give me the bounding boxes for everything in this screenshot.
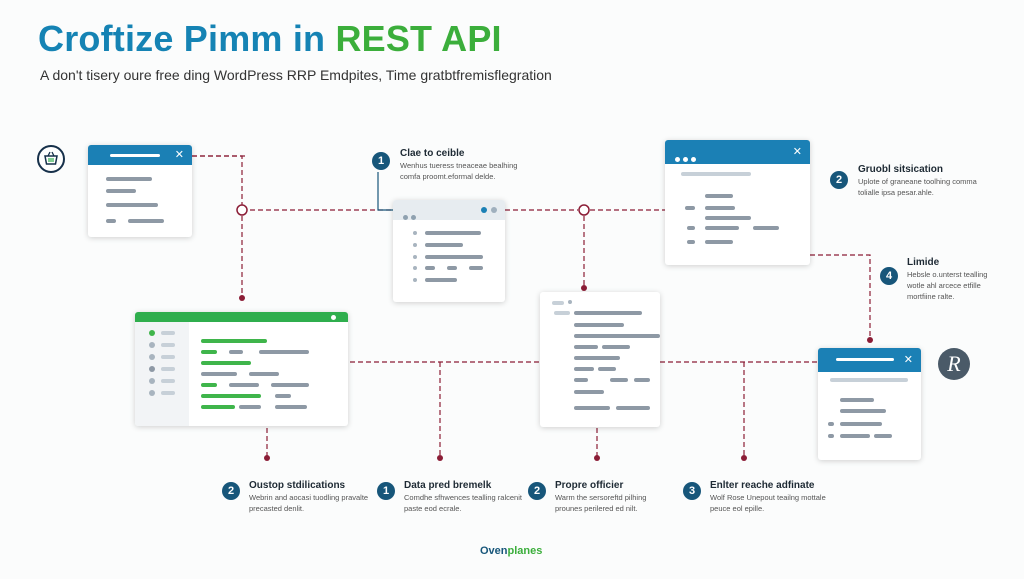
window-a-titlebar: ✕ [88,145,192,165]
title-part-1: Croftize Pimm in [38,18,326,59]
close-icon[interactable]: ✕ [903,354,913,366]
step-number-badge: 2 [830,171,848,189]
step-number-badge: 1 [377,482,395,500]
node-4 [264,455,270,461]
annotation-description: Webrin and aocasi tuodling pravalte prec… [249,493,369,513]
letter-r-icon: R [938,348,970,380]
annotation-description: Comdhe sfhwences tealling ralcenit paste… [404,493,522,513]
window-c[interactable]: ✕ [665,140,810,265]
window-b-titlebar [393,200,505,220]
node-1 [239,295,245,301]
window-d-titlebar [135,312,348,322]
brand-part-1: Oven [480,545,508,557]
step-number-badge: 4 [880,267,898,285]
close-icon[interactable]: ✕ [174,149,184,161]
step-number-badge: 2 [528,482,546,500]
annotation-description: Uplote of graneane toolhing comma tolial… [858,177,977,197]
annotation-description: Hebsle o.unterst tealling wotle ahl arce… [907,270,988,301]
window-a[interactable]: ✕ [88,145,192,237]
node-6 [594,455,600,461]
wire-g [810,254,871,340]
annotation-title: Clae to ceible [400,148,465,159]
annotation-description: Wolf Rose Unepout teailng mottale peuce … [710,493,826,513]
brand-part-2: planes [507,545,543,557]
window-e[interactable] [540,292,660,427]
annotation-description: Warm the sersoreftd pilhing prounes peri… [555,493,647,513]
shopping-basket-icon [37,145,65,173]
step-number-badge: 1 [372,152,390,170]
wire-a [192,155,243,210]
annotation-title: Oustop stdilications [249,480,346,491]
page-title: Croftize Pimm in REST API [38,18,502,60]
window-f-titlebar: ✕ [818,348,921,372]
window-c-titlebar: ✕ [665,140,810,164]
step-number-badge: 3 [683,482,701,500]
window-b[interactable] [393,200,505,302]
window-d-sidebar [135,322,189,426]
brand-logo: Ovenplanes [480,545,542,557]
window-f[interactable]: ✕ [818,348,921,460]
annotation-title: Propre officier [555,480,624,491]
node-5 [437,455,443,461]
annotation-title: Gruobl sitsication [858,164,944,175]
node-7 [741,455,747,461]
title-part-2: REST API [335,18,502,59]
annotation-title: Enlter reache adfinate [710,480,815,491]
annotation-description: Wenhus tueress tneaceae bealhing comfa p… [400,161,518,181]
page-subtitle: A don't tisery oure free ding WordPress … [40,67,552,83]
annotation-title: Data pred bremelk [404,480,492,491]
junction-1 [236,204,248,216]
node-2 [581,285,587,291]
window-d[interactable] [135,312,348,426]
node-3 [867,337,873,343]
step-number-badge: 2 [222,482,240,500]
annotation-title: Limide [907,257,940,268]
close-icon[interactable]: ✕ [792,146,802,158]
wire-blue [377,172,395,211]
junction-2 [578,204,590,216]
